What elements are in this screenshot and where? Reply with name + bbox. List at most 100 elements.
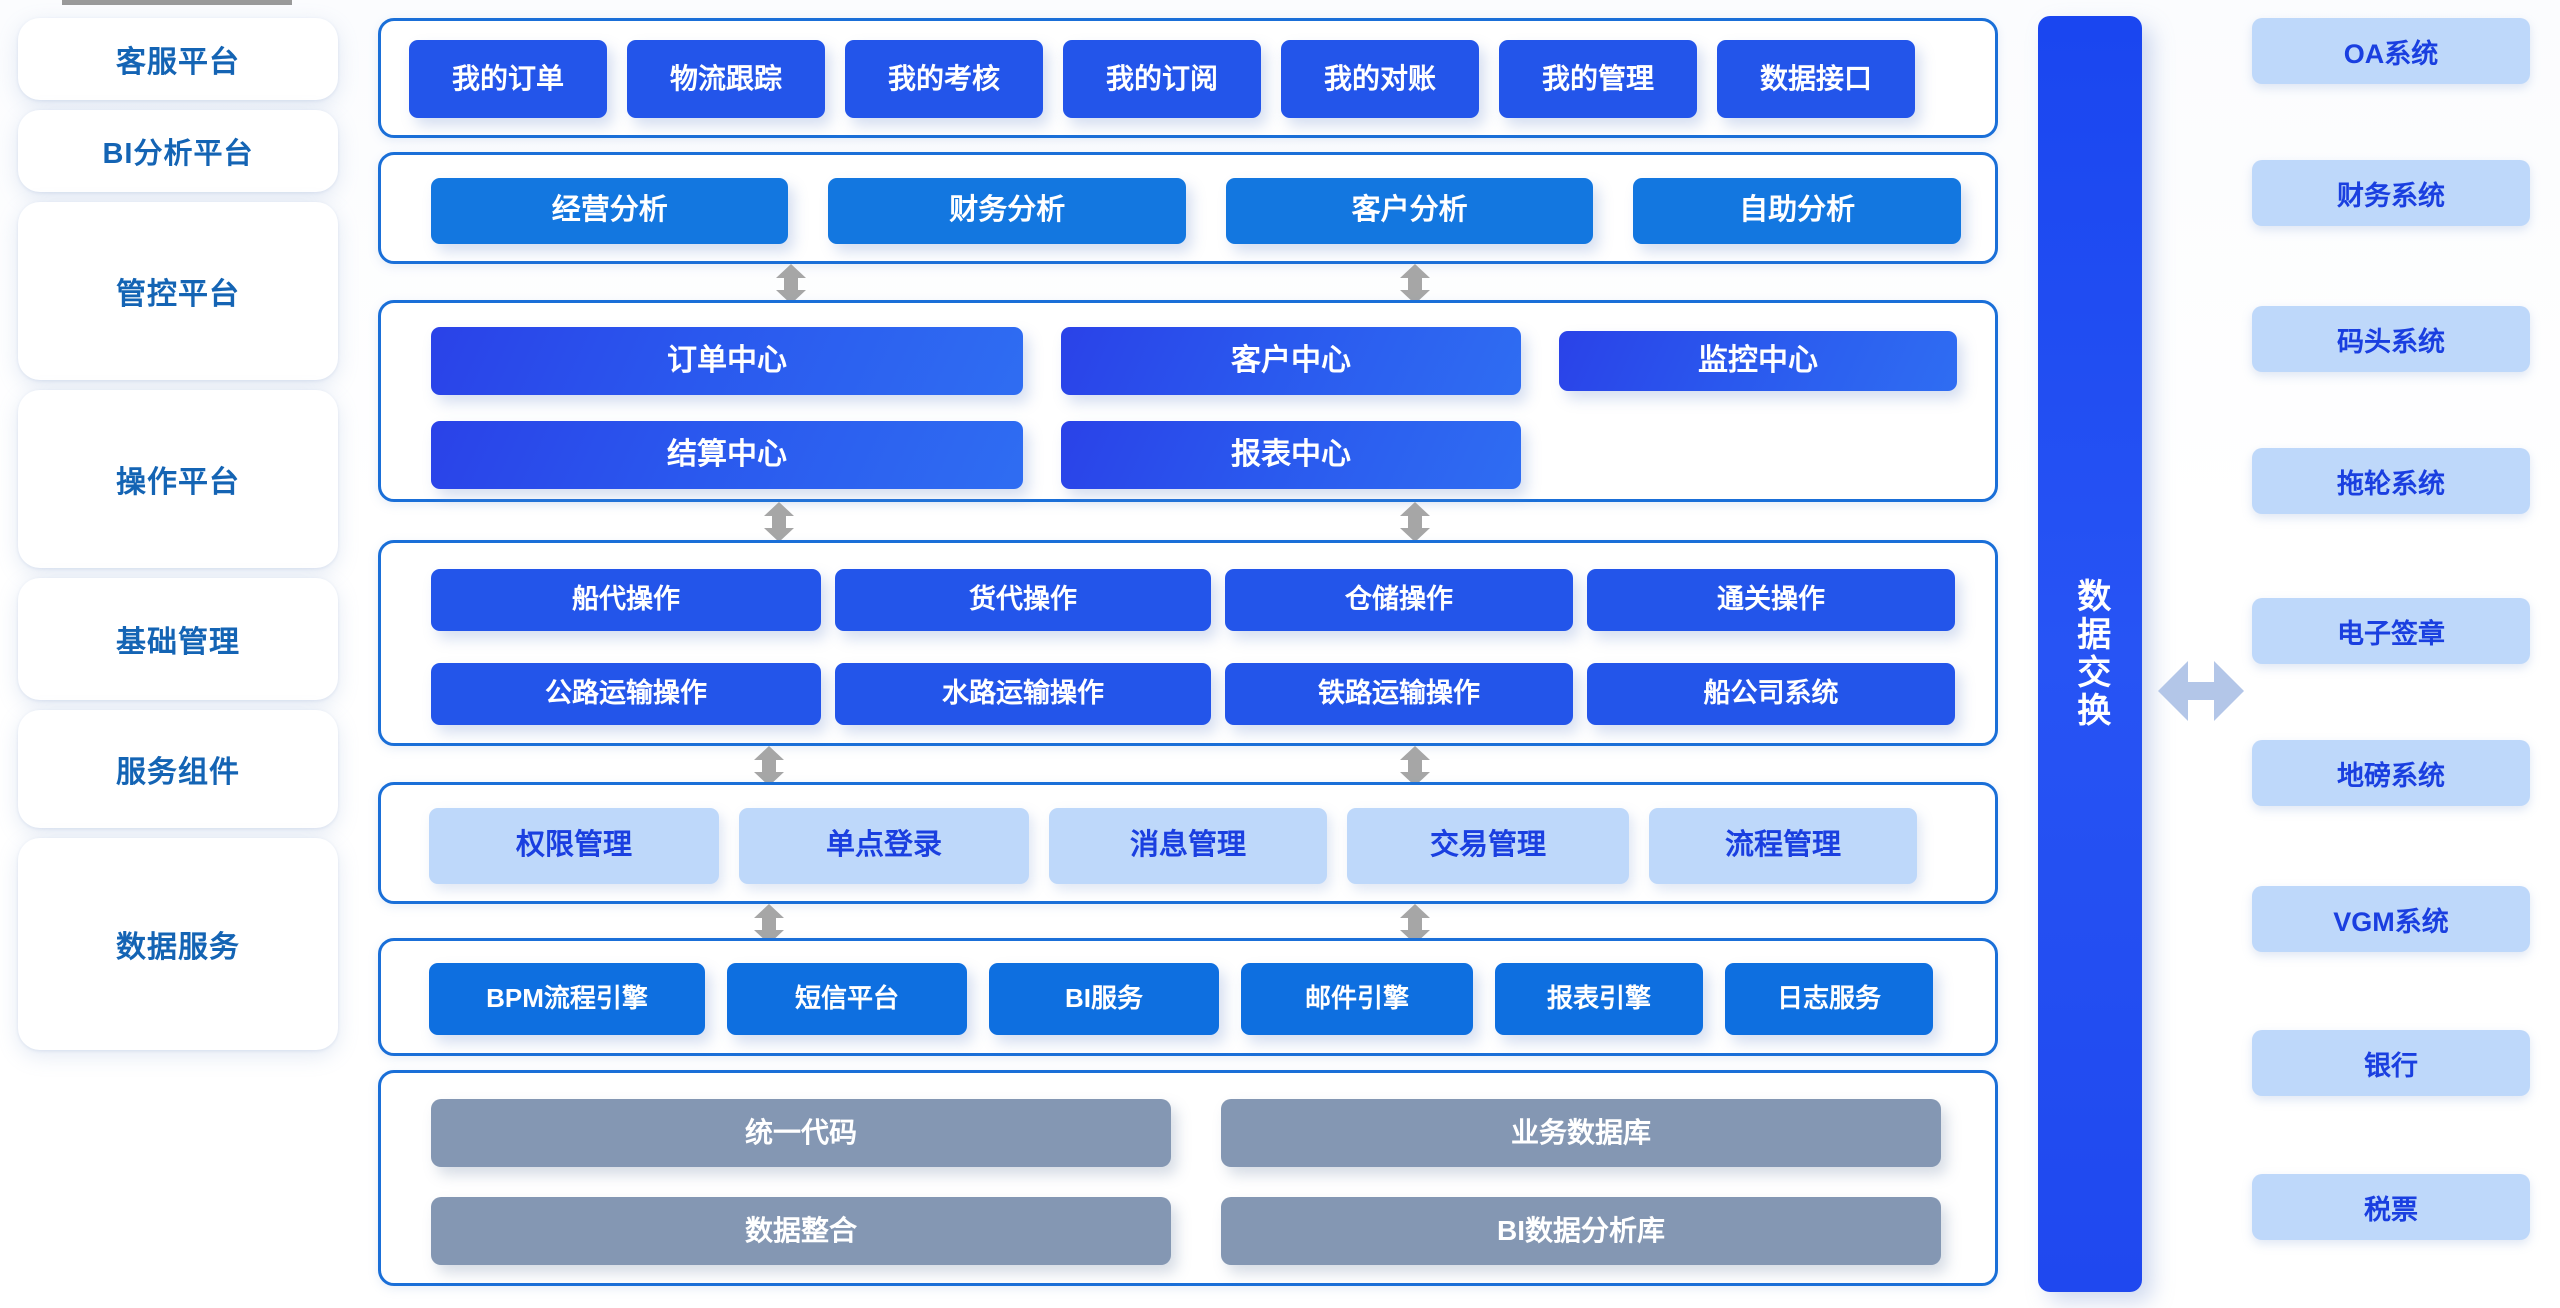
external-system-label: 银行: [2364, 1050, 2418, 1081]
external-system-weighbridge[interactable]: 地磅系统: [2252, 740, 2530, 806]
tile-mail-engine[interactable]: 邮件引擎: [1241, 963, 1473, 1035]
connector-arrow-basic-service-left: [752, 904, 786, 944]
external-system-terminal[interactable]: 码头系统: [2252, 306, 2530, 372]
tile-data-integration[interactable]: 数据整合: [431, 1197, 1171, 1265]
tile-label: 我的考核: [887, 62, 1000, 94]
external-system-label: 税票: [2364, 1194, 2418, 1225]
tile-my-subscription[interactable]: 我的订阅: [1063, 40, 1261, 118]
tile-finance-analysis[interactable]: 财务分析: [828, 178, 1186, 244]
tile-my-assessment[interactable]: 我的考核: [845, 40, 1043, 118]
tile-my-management[interactable]: 我的管理: [1499, 40, 1697, 118]
top-cropped-strip: [62, 0, 292, 5]
external-system-vgm[interactable]: VGM系统: [2252, 886, 2530, 952]
control-platform-row-1: 订单中心 客户中心 监控中心: [431, 321, 1971, 401]
tile-label: 通关操作: [1717, 584, 1825, 615]
service-components-row: BPM流程引擎 短信平台 BI服务 邮件引擎 报表引擎 日志服务: [429, 957, 1973, 1041]
connector-arrow-control-operation-left: [762, 502, 796, 542]
tile-label: 统一代码: [744, 1116, 857, 1148]
panel-service-desk: 我的订单 物流跟踪 我的考核 我的订阅 我的对账 我的管理 数据接口: [378, 18, 1998, 138]
sidebar-item-fuwu[interactable]: 服务组件: [18, 710, 338, 828]
tile-road-transport-ops[interactable]: 公路运输操作: [431, 663, 821, 725]
tile-waterway-transport-ops[interactable]: 水路运输操作: [835, 663, 1211, 725]
tile-my-reconciliation[interactable]: 我的对账: [1281, 40, 1479, 118]
tile-single-sign-on[interactable]: 单点登录: [739, 808, 1029, 884]
external-system-oa[interactable]: OA系统: [2252, 18, 2530, 84]
panel-control-platform: 订单中心 客户中心 监控中心 结算中心 报表中心: [378, 300, 1998, 502]
tile-permission-management[interactable]: 权限管理: [429, 808, 719, 884]
sidebar-item-label: BI分析平台: [102, 138, 254, 170]
tile-self-service-analysis[interactable]: 自助分析: [1633, 178, 1961, 244]
tile-my-orders[interactable]: 我的订单: [409, 40, 607, 118]
external-system-tugboat[interactable]: 拖轮系统: [2252, 448, 2530, 514]
tile-label: 财务分析: [949, 194, 1066, 227]
external-system-tax-invoice[interactable]: 税票: [2252, 1174, 2530, 1240]
data-exchange-double-arrow-icon: [2158, 648, 2244, 734]
tile-label: 结算中心: [667, 437, 787, 471]
connector-arrow-control-operation-right: [1398, 502, 1432, 542]
tile-sms-platform[interactable]: 短信平台: [727, 963, 967, 1035]
sidebar-item-guankong[interactable]: 管控平台: [18, 202, 338, 380]
sidebar-item-label: 数据服务: [116, 931, 240, 964]
external-system-label: 地磅系统: [2337, 760, 2445, 791]
tile-logistics-tracking[interactable]: 物流跟踪: [627, 40, 825, 118]
external-system-e-signature[interactable]: 电子签章: [2252, 598, 2530, 664]
tile-bpm-engine[interactable]: BPM流程引擎: [429, 963, 705, 1035]
tile-label: 流程管理: [1724, 829, 1841, 862]
tile-customs-ops[interactable]: 通关操作: [1587, 569, 1955, 631]
tile-report-engine[interactable]: 报表引擎: [1495, 963, 1703, 1035]
panel-service-components: BPM流程引擎 短信平台 BI服务 邮件引擎 报表引擎 日志服务: [378, 938, 1998, 1056]
tile-freight-forwarding-ops[interactable]: 货代操作: [835, 569, 1211, 631]
tile-label: 报表中心: [1231, 437, 1351, 471]
tile-bi-service[interactable]: BI服务: [989, 963, 1219, 1035]
sidebar-item-shuju[interactable]: 数据服务: [18, 838, 338, 1050]
tile-data-interface[interactable]: 数据接口: [1717, 40, 1915, 118]
operation-platform-row-2: 公路运输操作 水路运输操作 铁路运输操作 船公司系统: [431, 657, 1971, 731]
operation-platform-row-1: 船代操作 货代操作 仓储操作 通关操作: [431, 563, 1971, 637]
panel-basic-management: 权限管理 单点登录 消息管理 交易管理 流程管理: [378, 782, 1998, 904]
tile-label: 物流跟踪: [669, 62, 782, 94]
tile-report-center[interactable]: 报表中心: [1061, 421, 1521, 489]
tile-business-database[interactable]: 业务数据库: [1221, 1099, 1941, 1167]
tile-label: BPM流程引擎: [486, 983, 648, 1014]
tile-label: 监控中心: [1698, 343, 1818, 377]
tile-monitoring-center[interactable]: 监控中心: [1559, 331, 1957, 391]
tile-warehouse-ops[interactable]: 仓储操作: [1225, 569, 1573, 631]
connector-arrow-basic-service-right: [1398, 904, 1432, 944]
data-services-row-2: 数据整合 BI数据分析库: [431, 1191, 1971, 1271]
tile-label: 单点登录: [825, 829, 942, 862]
tile-customer-center[interactable]: 客户中心: [1061, 327, 1521, 395]
data-exchange-bar[interactable]: 数据交换: [2038, 16, 2142, 1292]
tile-transaction-management[interactable]: 交易管理: [1347, 808, 1629, 884]
bi-platform-row: 经营分析 财务分析 客户分析 自助分析: [431, 171, 1961, 251]
sidebar-item-bi[interactable]: BI分析平台: [18, 110, 338, 192]
sidebar-item-caozuo[interactable]: 操作平台: [18, 390, 338, 568]
external-system-label: 码头系统: [2337, 326, 2445, 357]
tile-log-service[interactable]: 日志服务: [1725, 963, 1933, 1035]
sidebar-item-kefu[interactable]: 客服平台: [18, 18, 338, 100]
external-system-label: OA系统: [2343, 38, 2439, 69]
tile-label: 订单中心: [667, 343, 787, 377]
tile-label: 货代操作: [969, 584, 1077, 615]
tile-shipping-company-system[interactable]: 船公司系统: [1587, 663, 1955, 725]
tile-settlement-center[interactable]: 结算中心: [431, 421, 1023, 489]
tile-order-center[interactable]: 订单中心: [431, 327, 1023, 395]
external-system-bank[interactable]: 银行: [2252, 1030, 2530, 1096]
tile-rail-transport-ops[interactable]: 铁路运输操作: [1225, 663, 1573, 725]
tile-shipping-agency-ops[interactable]: 船代操作: [431, 569, 821, 631]
sidebar-item-jichu[interactable]: 基础管理: [18, 578, 338, 700]
panel-operation-platform: 船代操作 货代操作 仓储操作 通关操作 公路运输操作 水路运输操作 铁路运输操作…: [378, 540, 1998, 746]
tile-bi-analytics-database[interactable]: BI数据分析库: [1221, 1197, 1941, 1265]
tile-operations-analysis[interactable]: 经营分析: [431, 178, 789, 244]
tile-process-management[interactable]: 流程管理: [1649, 808, 1917, 884]
tile-label: BI数据分析库: [1496, 1214, 1665, 1246]
tile-label: 短信平台: [794, 983, 899, 1014]
external-system-finance[interactable]: 财务系统: [2252, 160, 2530, 226]
tile-message-management[interactable]: 消息管理: [1049, 808, 1327, 884]
tile-label: 数据整合: [744, 1214, 857, 1246]
tile-label: 报表引擎: [1546, 983, 1651, 1014]
tile-unified-code[interactable]: 统一代码: [431, 1099, 1171, 1167]
tile-label: 船公司系统: [1703, 678, 1839, 709]
tile-customer-analysis[interactable]: 客户分析: [1225, 178, 1594, 244]
layer-label-sidebar: 客服平台 BI分析平台 管控平台 操作平台 基础管理 服务组件 数据服务: [18, 10, 338, 1300]
external-system-label: 财务系统: [2337, 180, 2445, 211]
